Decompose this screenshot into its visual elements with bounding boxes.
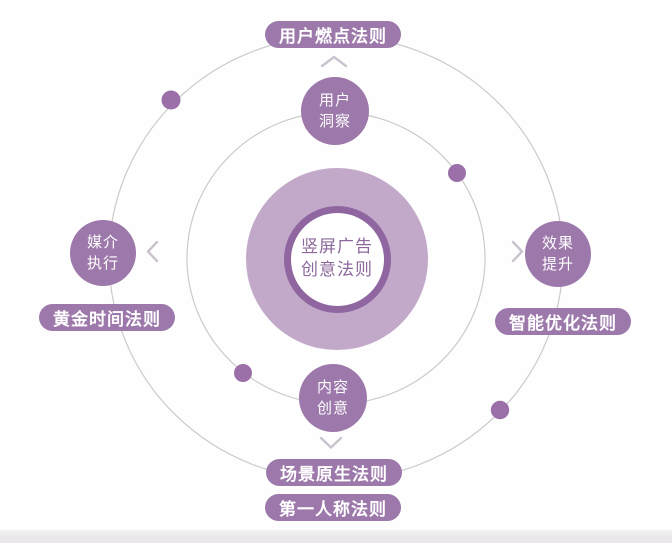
node-media-execution: 媒介 执行 <box>70 220 136 286</box>
chevron-up-icon <box>320 55 348 68</box>
node-label-line2: 提升 <box>541 255 574 273</box>
node-label-line1: 用户 <box>318 91 351 109</box>
rule-pill-user-ignition: 用户燃点法则 <box>265 21 401 48</box>
center-title-line1: 竖屏广告 <box>301 237 373 257</box>
orbit-dot <box>161 90 181 110</box>
bottom-strip <box>0 530 672 543</box>
rule-pill-scene-native: 场景原生法则 <box>266 459 402 486</box>
orbit-dot <box>234 364 252 382</box>
node-label-line1: 内容 <box>316 378 349 396</box>
rule-pill-first-person: 第一人称法则 <box>265 494 401 521</box>
node-user-insight: 用户 洞察 <box>301 77 369 145</box>
node-effect-improvement: 效果 提升 <box>525 221 591 287</box>
node-label-line1: 媒介 <box>86 233 119 251</box>
node-label-line1: 效果 <box>541 234 574 252</box>
node-label-line2: 执行 <box>86 254 119 272</box>
node-label-line2: 创意 <box>316 399 349 417</box>
node-label-line2: 洞察 <box>318 112 351 130</box>
rule-pill-golden-time: 黄金时间法则 <box>39 304 175 331</box>
chevron-down-icon <box>319 436 343 449</box>
orbit-dot <box>490 400 510 420</box>
center-ring: 竖屏广告 创意法则 <box>246 168 428 350</box>
center-title-line2: 创意法则 <box>301 260 373 280</box>
center-core-circle: 竖屏广告 创意法则 <box>283 205 391 313</box>
rule-pill-smart-optimization: 智能优化法则 <box>495 308 631 335</box>
chevron-left-icon <box>146 240 159 263</box>
orbit-dot <box>448 164 466 182</box>
node-content-creativity: 内容 创意 <box>299 364 367 432</box>
chevron-right-icon <box>511 240 524 263</box>
